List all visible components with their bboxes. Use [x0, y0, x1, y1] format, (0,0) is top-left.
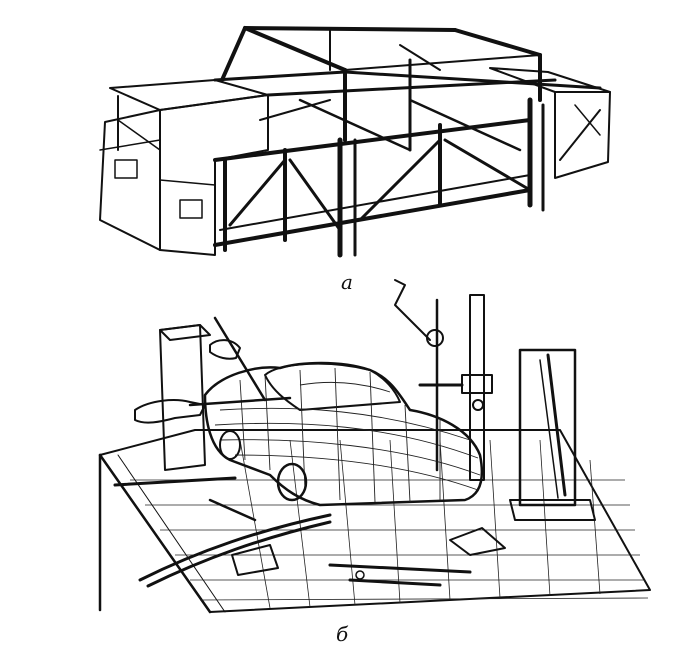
loose-tools	[113, 476, 506, 588]
hand-with-scraper	[134, 396, 292, 424]
car-clay-model	[203, 361, 484, 507]
hand-with-rod	[209, 316, 267, 402]
panel-b-modeling-scene	[98, 279, 651, 614]
template-stand	[509, 348, 596, 521]
panel-b-label: б	[336, 622, 349, 646]
frame-rear-block	[99, 79, 269, 256]
frame-front-block	[489, 67, 611, 179]
frame-main-body	[213, 58, 602, 258]
panel-a-car-frame-drawing	[99, 26, 611, 258]
height-gauge	[394, 279, 493, 481]
scriber-block	[159, 324, 211, 471]
frame-roof-cage	[220, 26, 542, 142]
panel-a-label: а	[341, 270, 353, 294]
